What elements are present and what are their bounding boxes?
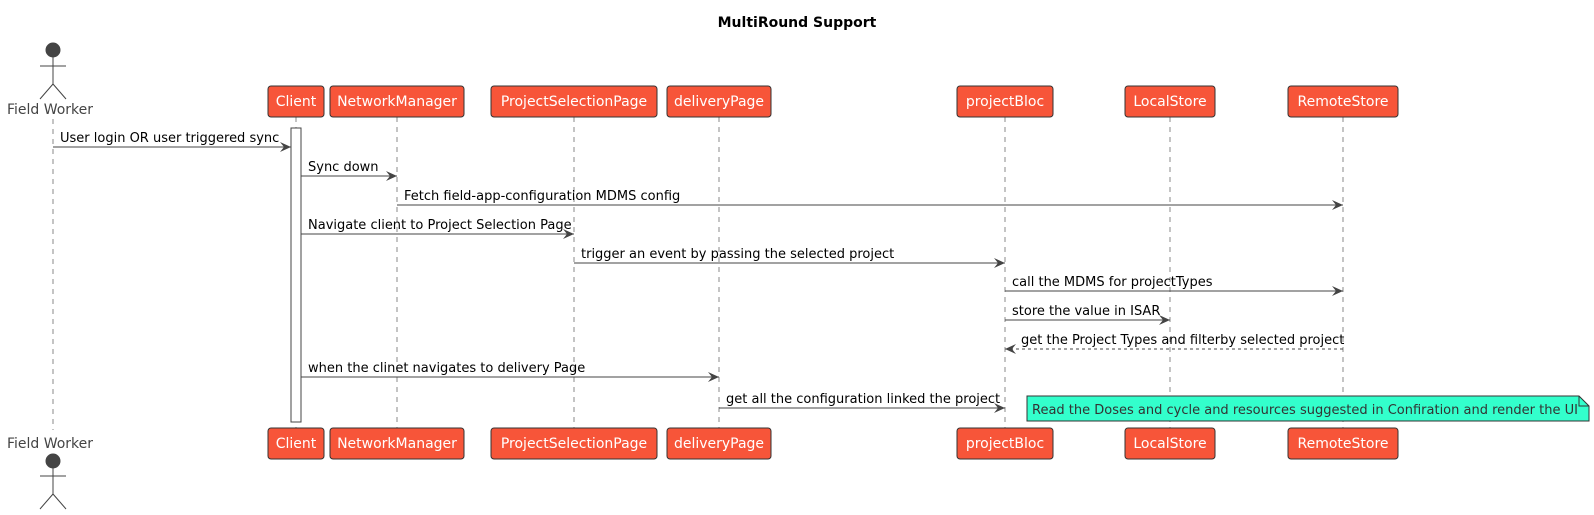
message-4: Navigate client to Project Selection Pag… xyxy=(301,218,574,239)
message-label: User login OR user triggered sync xyxy=(60,131,279,146)
participant-label: LocalStore xyxy=(1133,436,1206,452)
message-label: when the clinet navigates to delivery Pa… xyxy=(308,361,585,376)
participant-label: projectBloc xyxy=(966,94,1044,110)
participant-box xyxy=(1124,427,1216,460)
participant-network-manager-bottom: NetworkManager xyxy=(329,427,465,460)
message-label: Navigate client to Project Selection Pag… xyxy=(308,218,572,233)
actor-label-top: Field Worker xyxy=(7,102,93,118)
message-9: when the clinet navigates to delivery Pa… xyxy=(301,361,719,382)
participant-label: deliveryPage xyxy=(674,94,764,110)
diagram-title: MultiRound Support xyxy=(718,15,877,31)
participant-project-selection-page-top: ProjectSelectionPage xyxy=(490,85,658,118)
message-label: call the MDMS for projectTypes xyxy=(1012,275,1213,290)
participant-delivery-page-bottom: deliveryPage xyxy=(666,427,772,460)
participant-box xyxy=(267,85,325,118)
note: Read the Doses and cycle and resources s… xyxy=(1026,395,1590,422)
message-label: get all the configuration linked the pro… xyxy=(726,392,1000,407)
note-text: Read the Doses and cycle and resources s… xyxy=(1032,403,1578,418)
participant-box xyxy=(1287,427,1399,460)
participant-project-bloc-bottom: projectBloc xyxy=(956,427,1054,460)
participant-network-manager-top: NetworkManager xyxy=(329,85,465,118)
message-label: trigger an event by passing the selected… xyxy=(581,247,894,262)
participant-label: NetworkManager xyxy=(337,94,457,110)
participant-label: deliveryPage xyxy=(674,436,764,452)
message-5: trigger an event by passing the selected… xyxy=(574,247,1005,268)
participant-label: projectBloc xyxy=(966,436,1044,452)
client-activation-bar xyxy=(290,127,302,423)
participant-local-store-bottom: LocalStore xyxy=(1124,427,1216,460)
participant-box xyxy=(329,427,465,460)
participant-delivery-page-top: deliveryPage xyxy=(666,85,772,118)
participant-label: RemoteStore xyxy=(1297,94,1388,110)
participant-label: ProjectSelectionPage xyxy=(501,436,647,452)
participant-box xyxy=(1124,85,1216,118)
participant-remote-store-top: RemoteStore xyxy=(1287,85,1399,118)
message-7: store the value in ISAR xyxy=(1005,304,1170,325)
actor-top: Field Worker xyxy=(7,42,93,118)
participants-top: Client NetworkManager ProjectSelectionPage… xyxy=(267,85,1399,118)
message-label: Fetch field-app-configuration MDMS confi… xyxy=(404,189,680,204)
participant-box xyxy=(490,85,658,118)
message-label: store the value in ISAR xyxy=(1012,304,1160,319)
participant-project-bloc-top: projectBloc xyxy=(956,85,1054,118)
participants-bottom: Client NetworkManager ProjectSelectionPage… xyxy=(267,427,1399,460)
participant-label: Client xyxy=(276,436,317,452)
note-box xyxy=(1026,395,1590,422)
participant-local-store-top: LocalStore xyxy=(1124,85,1216,118)
participant-box xyxy=(329,85,465,118)
participant-project-selection-page-bottom: ProjectSelectionPage xyxy=(490,427,658,460)
participant-box xyxy=(956,85,1054,118)
participant-client-bottom: Client xyxy=(267,427,325,460)
participant-label: RemoteStore xyxy=(1297,436,1388,452)
message-8: get the Project Types and filterby selec… xyxy=(1005,333,1344,354)
participant-label: ProjectSelectionPage xyxy=(501,94,647,110)
note-fold xyxy=(1578,396,1589,407)
message-label: get the Project Types and filterby selec… xyxy=(1021,333,1344,348)
participant-label: Client xyxy=(276,94,317,110)
participant-box xyxy=(666,427,772,460)
participant-box xyxy=(666,85,772,118)
participant-box xyxy=(267,427,325,460)
message-3: Fetch field-app-configuration MDMS confi… xyxy=(397,189,1343,210)
message-6: call the MDMS for projectTypes xyxy=(1005,275,1343,296)
message-10: get all the configuration linked the pro… xyxy=(719,392,1005,413)
actor-figure-icon xyxy=(39,42,67,100)
participant-label: LocalStore xyxy=(1133,94,1206,110)
actor-bottom: Field Worker xyxy=(7,436,93,510)
participant-client-top: Client xyxy=(267,85,325,118)
actor-label-bottom: Field Worker xyxy=(7,436,93,452)
participant-box xyxy=(1287,85,1399,118)
message-label: Sync down xyxy=(308,160,379,175)
actor-figure-icon xyxy=(39,453,67,510)
participant-box xyxy=(490,427,658,460)
participant-label: NetworkManager xyxy=(337,436,457,452)
participant-remote-store-bottom: RemoteStore xyxy=(1287,427,1399,460)
lifelines xyxy=(52,117,1344,430)
participant-box xyxy=(956,427,1054,460)
message-2: Sync down xyxy=(301,160,397,181)
message-1: User login OR user triggered sync xyxy=(53,131,291,152)
